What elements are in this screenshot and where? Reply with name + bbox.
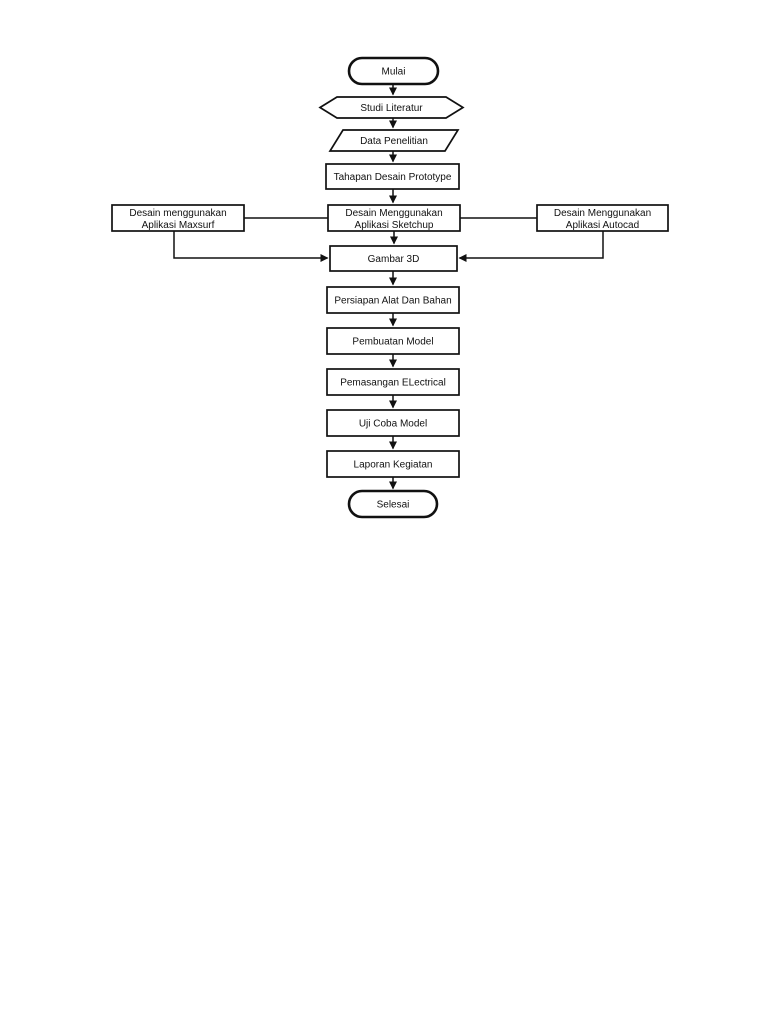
node-studi-literatur: Studi Literatur xyxy=(318,96,465,119)
node-gambar-3d: Gambar 3D xyxy=(329,245,458,272)
selesai-label: Selesai xyxy=(377,500,410,511)
gambar-3d-shape xyxy=(329,245,458,272)
uji-coba-model-shape xyxy=(326,409,460,437)
flowchart-nodes: Mulai Studi Literatur Data Penelitian Ta… xyxy=(111,56,669,519)
connector-desain-maxsurf-gambar-3d xyxy=(173,231,329,262)
desain-autocad-shape xyxy=(536,204,669,232)
node-pembuatan-model: Pembuatan Model xyxy=(326,327,460,355)
pemasangan-electrical-label: Pemasangan ELectrical xyxy=(340,378,446,389)
node-data-penelitian: Data Penelitian xyxy=(328,129,460,152)
desain-autocad-label-line2: Aplikasi Autocad xyxy=(566,220,639,231)
tahapan-desain-prototype-shape xyxy=(325,163,460,190)
node-uji-coba-model: Uji Coba Model xyxy=(326,409,460,437)
node-pemasangan-electrical: Pemasangan ELectrical xyxy=(326,368,460,396)
desain-maxsurf-label-line2: Aplikasi Maxsurf xyxy=(142,220,215,231)
laporan-kegiatan-shape xyxy=(326,450,460,478)
studi-literatur-shape xyxy=(318,96,465,119)
connector-desain-autocad-gambar-3d xyxy=(458,231,604,262)
node-desain-maxsurf: Desain menggunakan Aplikasi Maxsurf xyxy=(111,204,245,232)
laporan-kegiatan-label: Laporan Kegiatan xyxy=(354,460,433,471)
node-desain-autocad: Desain Menggunakan Aplikasi Autocad xyxy=(536,204,669,232)
desain-sketchup-label-line2: Aplikasi Sketchup xyxy=(355,220,434,231)
pembuatan-model-label: Pembuatan Model xyxy=(352,337,433,348)
desain-autocad-label-line1: Desain Menggunakan xyxy=(554,208,651,219)
desain-maxsurf-shape xyxy=(111,204,245,232)
node-persiapan-alat-dan-bahan: Persiapan Alat Dan Bahan xyxy=(326,286,460,314)
node-mulai: Mulai xyxy=(347,56,440,86)
selesai-shape xyxy=(347,489,439,519)
node-selesai: Selesai xyxy=(347,489,439,519)
persiapan-alat-dan-bahan-label: Persiapan Alat Dan Bahan xyxy=(334,296,451,307)
desain-maxsurf-label-line1: Desain menggunakan xyxy=(129,208,226,219)
gambar-3d-label: Gambar 3D xyxy=(368,254,420,265)
mulai-label: Mulai xyxy=(382,67,406,78)
pembuatan-model-shape xyxy=(326,327,460,355)
data-penelitian-label: Data Penelitian xyxy=(360,136,428,147)
pemasangan-electrical-shape xyxy=(326,368,460,396)
desain-sketchup-label-line1: Desain Menggunakan xyxy=(345,208,442,219)
desain-sketchup-shape xyxy=(327,204,461,232)
uji-coba-model-label: Uji Coba Model xyxy=(359,419,427,430)
node-laporan-kegiatan: Laporan Kegiatan xyxy=(326,450,460,478)
tahapan-desain-prototype-label: Tahapan Desain Prototype xyxy=(334,172,452,183)
studi-literatur-label: Studi Literatur xyxy=(360,103,423,114)
node-desain-sketchup: Desain Menggunakan Aplikasi Sketchup xyxy=(327,204,461,232)
data-penelitian-shape xyxy=(328,129,460,152)
mulai-shape xyxy=(347,56,440,86)
flowchart-connectors xyxy=(173,84,604,490)
node-tahapan-desain-prototype: Tahapan Desain Prototype xyxy=(325,163,460,190)
persiapan-alat-dan-bahan-shape xyxy=(326,286,460,314)
